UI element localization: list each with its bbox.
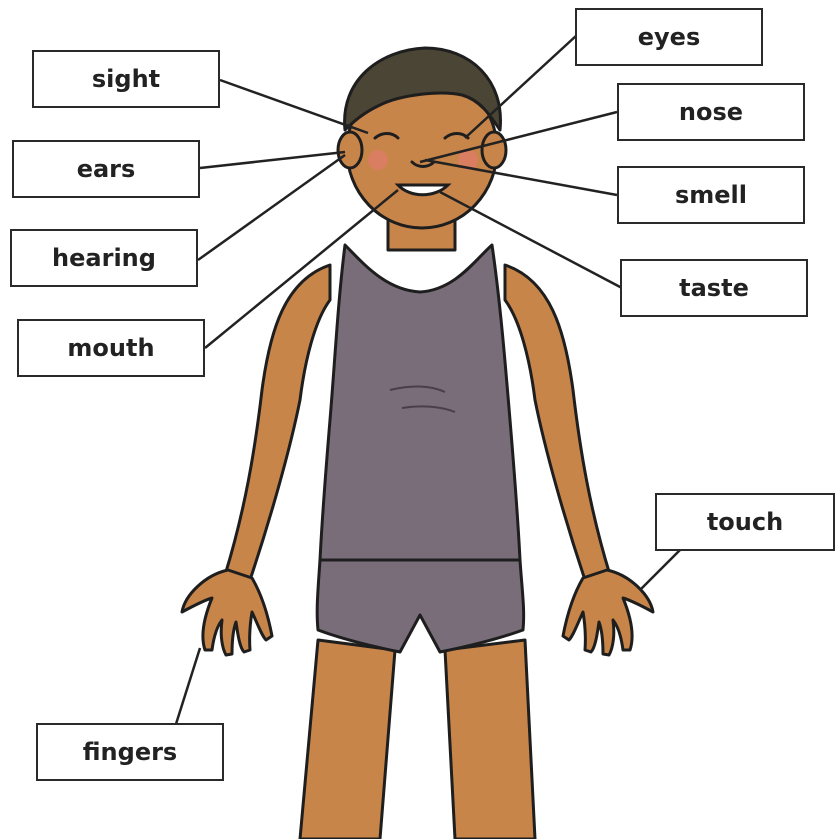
label-eyes: eyes	[575, 8, 763, 66]
leader-fingers	[176, 648, 200, 724]
leader-touch	[640, 550, 680, 590]
left-leg	[300, 640, 395, 839]
vest	[320, 245, 520, 560]
left-arm	[225, 265, 330, 580]
label-eyes-text: eyes	[638, 23, 700, 51]
label-sight-text: sight	[92, 65, 160, 93]
label-nose: nose	[617, 83, 805, 141]
label-mouth-text: mouth	[67, 334, 154, 362]
label-sight: sight	[32, 50, 220, 108]
left-cheek	[368, 150, 388, 170]
label-smell-text: smell	[675, 181, 747, 209]
label-fingers-text: fingers	[83, 738, 177, 766]
label-hearing-text: hearing	[52, 244, 156, 272]
label-hearing: hearing	[10, 229, 198, 287]
left-ear	[338, 132, 362, 168]
right-hand	[563, 570, 653, 655]
label-smell: smell	[617, 166, 805, 224]
right-ear	[482, 132, 506, 168]
label-touch: touch	[655, 493, 835, 551]
leader-ears	[200, 152, 345, 168]
label-nose-text: nose	[679, 98, 743, 126]
label-ears-text: ears	[77, 155, 136, 183]
label-taste: taste	[620, 259, 808, 317]
leader-hearing	[198, 155, 345, 260]
label-ears: ears	[12, 140, 200, 198]
left-hand	[182, 570, 272, 655]
label-touch-text: touch	[707, 508, 783, 536]
label-mouth: mouth	[17, 319, 205, 377]
shorts	[317, 560, 523, 652]
label-fingers: fingers	[36, 723, 224, 781]
label-taste-text: taste	[679, 274, 749, 302]
right-arm	[505, 265, 610, 580]
right-leg	[445, 640, 535, 839]
